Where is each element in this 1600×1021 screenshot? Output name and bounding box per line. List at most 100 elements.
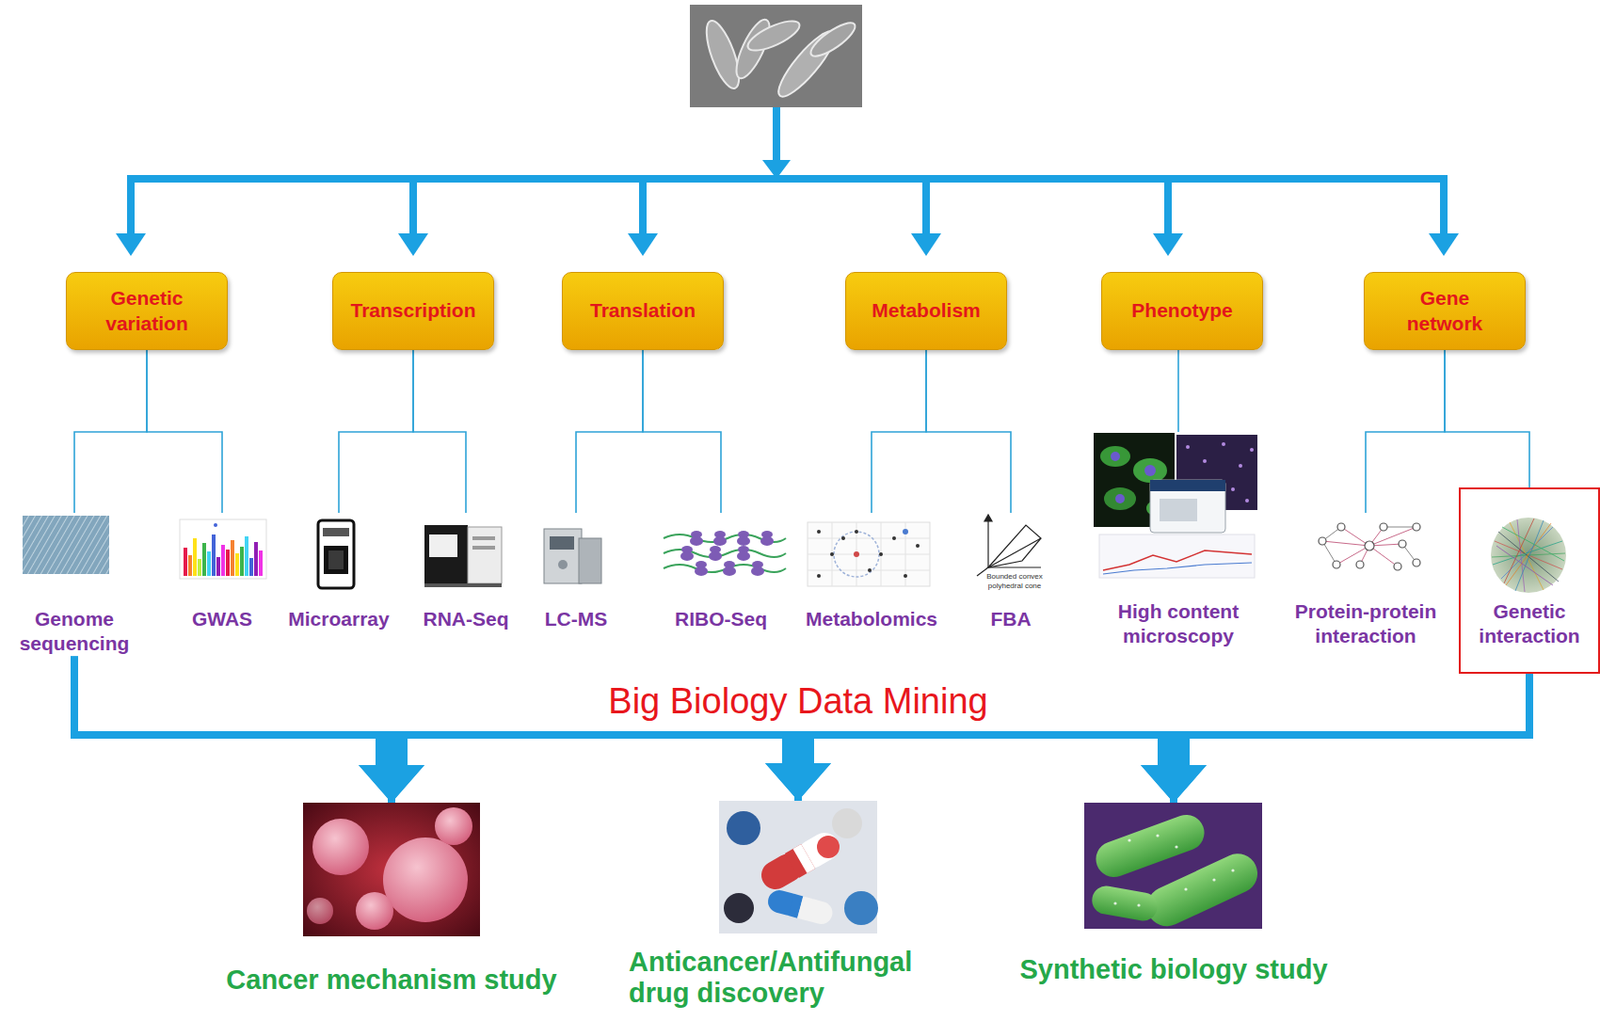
manhattan-plot-icon xyxy=(254,542,258,576)
sequencer-icon xyxy=(429,534,458,558)
application-item: Anticancer/Antifungal drug discovery xyxy=(628,800,968,1010)
tree-branch-line xyxy=(576,350,643,513)
metabolic-map-icon xyxy=(841,536,846,541)
application-label: Anticancer/Antifungal drug discovery xyxy=(628,946,968,1010)
method-item: Microarray xyxy=(277,512,400,632)
bacteria-picture xyxy=(1113,833,1234,907)
protein-network-icon xyxy=(1322,541,1370,546)
manhattan-plot-icon xyxy=(221,544,225,576)
protein-network-icon xyxy=(1393,562,1402,571)
yeast-micrograph xyxy=(744,15,804,56)
cancer-cells-picture xyxy=(306,897,334,925)
polyhedral-cone-icon xyxy=(984,514,992,522)
category-box: Translation xyxy=(561,272,724,351)
distribution-arrows xyxy=(127,175,1448,183)
sequencing-icon xyxy=(22,515,110,575)
bacteria-picture xyxy=(1184,887,1187,891)
pills-picture xyxy=(797,896,835,927)
tree-branch-line xyxy=(1177,350,1180,432)
tree-branch-line xyxy=(871,350,927,513)
pills-picture xyxy=(723,893,754,924)
pills-picture xyxy=(797,896,813,921)
ribosome-profiling-icon xyxy=(736,551,751,561)
cancer-cells-picture xyxy=(434,807,473,846)
axis-caption: Bounded convex polyhedral cone xyxy=(978,572,1051,591)
manhattan-plot-icon xyxy=(230,540,235,576)
bacteria-picture xyxy=(1155,833,1159,837)
genetic-network-hairball xyxy=(1504,518,1535,584)
distribution-arrows xyxy=(115,233,146,256)
method-item: Protein-protein interaction xyxy=(1274,512,1458,650)
protein-network-icon xyxy=(1383,527,1417,528)
method-label: FBA xyxy=(968,607,1054,632)
genetic-network-hairball xyxy=(1498,531,1559,582)
section-banner: Big Biology Data Mining xyxy=(506,681,1090,723)
method-label: Genetic interaction xyxy=(1466,599,1593,650)
category-box: Genetic variation xyxy=(65,272,228,351)
protein-network-icon xyxy=(1412,559,1421,567)
distribution-arrows xyxy=(627,233,658,256)
microscopy-icon xyxy=(1185,445,1190,449)
method-label: RIBO-Seq xyxy=(655,607,787,632)
highlighted-method-box: Genetic interaction xyxy=(1458,487,1600,674)
microarray-chip-icon xyxy=(323,545,349,575)
data-flow-arrow xyxy=(74,656,392,804)
yeast-micrograph xyxy=(689,4,863,108)
distribution-arrows xyxy=(1428,233,1459,256)
category-label: Metabolism xyxy=(863,298,990,323)
protein-network-icon xyxy=(1356,560,1364,569)
application-label: Synthetic biology study xyxy=(985,954,1362,986)
microscopy-icon xyxy=(1110,451,1120,462)
genetic-network-hairball xyxy=(1490,517,1567,593)
microscopy-icon xyxy=(1245,498,1249,503)
microscopy-icon xyxy=(1159,498,1198,522)
method-label: Metabolomics xyxy=(791,607,952,632)
genetic-network-hairball xyxy=(1496,545,1553,586)
ribosome-profiling-icon xyxy=(680,551,694,561)
ribosome-profiling-icon xyxy=(694,566,708,576)
microscopy-icon xyxy=(1144,464,1156,477)
method-item: High content microscopy xyxy=(1093,432,1264,650)
sequencer-icon xyxy=(424,583,502,588)
microscopy-icon xyxy=(1231,487,1235,492)
protein-network-icon xyxy=(1318,523,1421,571)
metabolic-map-icon xyxy=(903,574,908,578)
protein-network-icon xyxy=(1379,523,1388,531)
microscopy-icon xyxy=(1115,494,1125,504)
distribution-arrows xyxy=(409,175,417,236)
manhattan-plot-icon xyxy=(179,519,267,579)
manhattan-plot-icon xyxy=(244,536,249,576)
application-label: Cancer mechanism study xyxy=(193,964,590,996)
genetic-network-hairball xyxy=(1515,520,1544,592)
metabolic-map-icon xyxy=(833,531,880,577)
method-item: Genome sequencing xyxy=(8,512,141,657)
sequencer-icon xyxy=(424,525,502,588)
protein-network-icon xyxy=(1364,541,1375,551)
protein-network-icon xyxy=(1398,540,1407,548)
polyhedral-cone-icon xyxy=(988,538,1041,568)
tree-branch-line xyxy=(413,350,466,513)
microscopy-icon xyxy=(1150,480,1226,533)
method-item: Metabolomics xyxy=(791,512,952,632)
ribosome-profiling-icon xyxy=(708,551,722,561)
microscopy-icon xyxy=(1100,446,1131,467)
manhattan-plot-icon xyxy=(197,559,202,576)
distribution-arrows xyxy=(1164,175,1172,236)
protein-network-icon xyxy=(1332,560,1341,569)
sequencer-icon xyxy=(467,527,502,584)
polyhedral-cone-icon xyxy=(987,517,989,568)
microscopy-icon xyxy=(1093,432,1258,578)
manhattan-plot-icon xyxy=(249,558,254,576)
ribosome-profiling-icon xyxy=(760,536,774,546)
sequencing-icon xyxy=(22,515,110,575)
microscopy-icon xyxy=(1150,480,1226,492)
bacteria-picture xyxy=(1136,903,1140,907)
category-box: Transcription xyxy=(332,272,495,351)
sequencer-icon xyxy=(472,536,496,541)
category-label: Phenotype xyxy=(1119,298,1246,323)
polyhedral-cone-icon xyxy=(976,514,1041,576)
data-flow-arrow xyxy=(74,656,1174,804)
pills-picture xyxy=(844,891,879,926)
distribution-arrows xyxy=(772,107,781,162)
microscopy-icon xyxy=(1238,464,1243,468)
